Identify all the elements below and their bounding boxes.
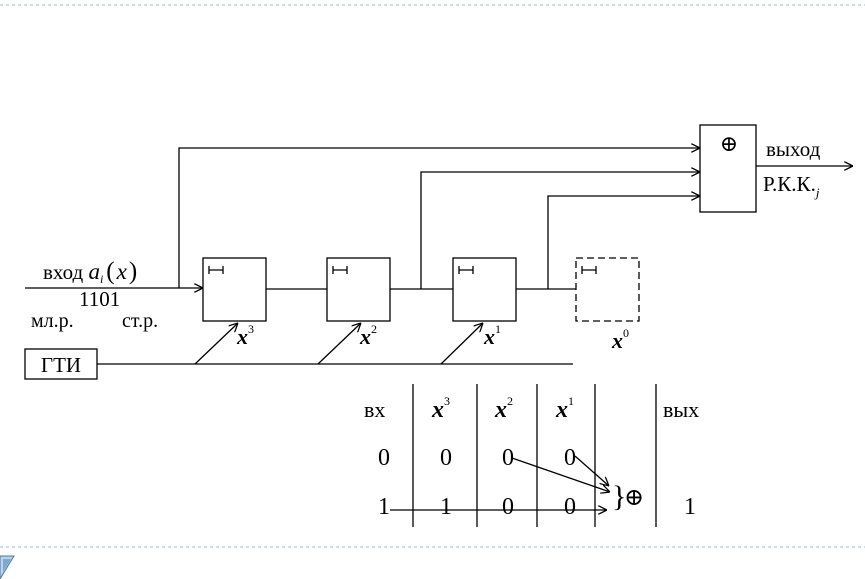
clock-to-x3	[194, 323, 238, 365]
table-cell: 0	[502, 494, 514, 520]
output-code: Р.К.К.j	[763, 172, 820, 200]
table-cell: 0	[564, 494, 576, 520]
table-header-in: вх	[364, 397, 385, 422]
state-table: вх x3 x2 x1 вых 0 0 0 0 1 1 0 0 1 } ⊕	[364, 384, 699, 527]
table-cell: 1	[684, 494, 696, 520]
table-xor: ⊕	[624, 485, 644, 511]
xor-block	[699, 124, 757, 213]
table-cell: 0	[564, 445, 576, 471]
clock-to-x1	[440, 323, 483, 365]
table-header-x1: x1	[555, 394, 574, 423]
cell-label-x2: x2	[359, 322, 377, 349]
table-cell: 0	[378, 445, 390, 471]
register-cell-x2	[326, 257, 391, 322]
register-cell-x3	[202, 257, 267, 322]
table-header-out: вых	[663, 397, 699, 422]
cell-label-x1: x1	[483, 322, 501, 349]
input-label: вход ai(x)	[43, 258, 137, 286]
low-order-label: мл.р.	[31, 310, 74, 332]
cell-label-x0: x0	[611, 326, 629, 353]
high-order-label: ст.р.	[122, 310, 158, 332]
feed-x1-to-xor	[547, 196, 700, 289]
table-cell: 0	[440, 445, 452, 471]
clock-box	[24, 348, 98, 380]
tap-arrow-x2	[511, 457, 610, 492]
table-cell: 1	[378, 494, 390, 520]
input-sequence: 1101	[79, 287, 120, 311]
table-cell: 1	[440, 494, 452, 520]
tap-arrow-x1	[574, 455, 609, 486]
clock-label: ГТИ	[41, 353, 81, 377]
table-header-x2: x2	[494, 394, 513, 423]
table-header-x3: x3	[431, 394, 450, 423]
cell-label-x3: x3	[236, 322, 254, 349]
clock-to-x2	[317, 323, 361, 365]
register-cell-x1	[452, 257, 517, 322]
bullet-triangle-icon	[0, 555, 15, 579]
table-brace: }	[612, 480, 626, 513]
output-label: выход	[766, 137, 821, 161]
table-cell: 0	[502, 445, 514, 471]
feed-input-to-xor	[178, 148, 700, 288]
register-cell-x0	[575, 257, 640, 322]
xor-symbol: ⊕	[720, 131, 738, 156]
feed-x2-to-xor	[420, 172, 700, 289]
